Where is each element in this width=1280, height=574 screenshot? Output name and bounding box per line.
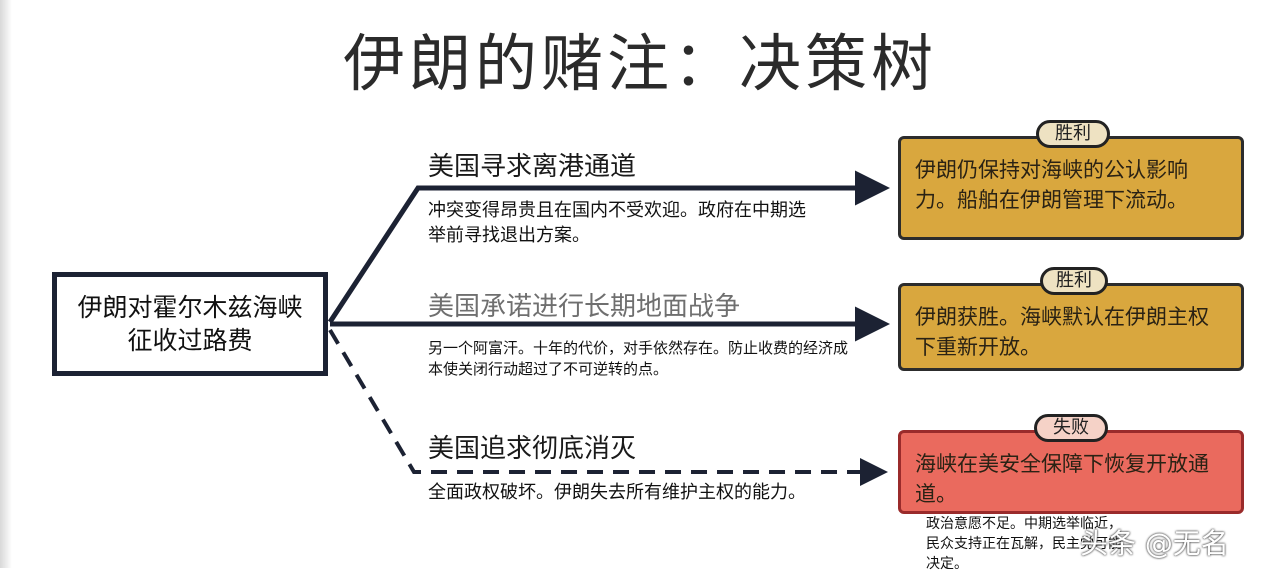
watermark: 头条 @无名 (1080, 527, 1229, 560)
connector-branch-1 (327, 170, 890, 324)
outcome-1-text: 伊朗仍保持对海峡的公认影响力。船舶在伊朗管理下流动。 (915, 158, 1188, 212)
outcome-1-badge: 胜利 (1036, 120, 1110, 148)
outcome-3-badge: 失败 (1034, 414, 1108, 442)
branch-2-description: 另一个阿富汗。十年的代价，对手依然存在。防止收费的经济成本使关闭行动超过了不可逆… (428, 339, 849, 378)
page-edge-shadow (0, 0, 12, 568)
outcome-box-2: 伊朗获胜。海峡默认在伊朗主权下重新开放。 (898, 283, 1244, 371)
outcome-2-badge: 胜利 (1040, 267, 1108, 295)
branch-1-description: 冲突变得昂贵且在国内不受欢迎。政府在中期选举前寻找退出方案。 (428, 200, 806, 246)
outcome-box-1: 伊朗仍保持对海峡的公认影响力。船舶在伊朗管理下流动。 (898, 136, 1244, 240)
root-node: 伊朗对霍尔木兹海峡征收过路费 (52, 272, 328, 376)
outcome-box-3: 海峡在美安全保障下恢复开放通道。 (898, 430, 1244, 514)
root-node-label: 伊朗对霍尔木兹海峡征收过路费 (77, 293, 303, 355)
branch-3-description: 全面政权破坏。伊朗失去所有维护主权的能力。 (428, 482, 806, 503)
connector-branch-3 (328, 328, 888, 486)
outcome-2-text: 伊朗获胜。海峡默认在伊朗主权下重新开放。 (915, 305, 1209, 359)
outcome-3-text: 海峡在美安全保障下恢复开放通道。 (915, 452, 1209, 506)
diagram-title: 伊朗的赌注：决策树 (342, 27, 937, 100)
branch-2-title: 美国承诺进行长期地面战争 (428, 292, 741, 322)
branch-1-title: 美国寻求离港通道 (428, 152, 637, 182)
branch-3-title: 美国追求彻底消灭 (428, 434, 637, 464)
